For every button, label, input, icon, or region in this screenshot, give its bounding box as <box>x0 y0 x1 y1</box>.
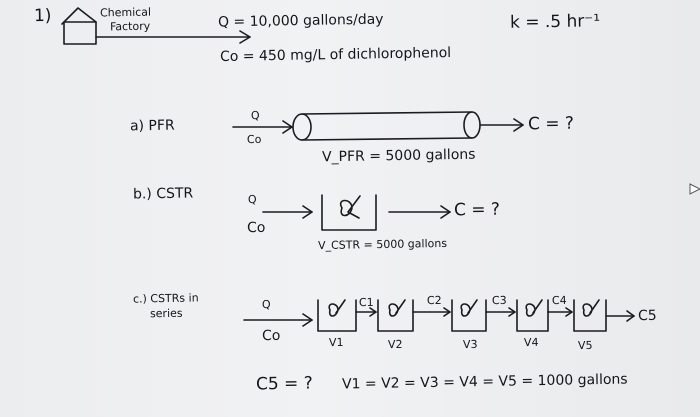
part-b-c0: Co <box>246 219 266 237</box>
part-a-q: Q <box>250 108 260 123</box>
part-c-v4: V4 <box>523 335 539 350</box>
part-a-c0: Co <box>246 132 262 147</box>
part-c-q: Q <box>261 297 271 312</box>
factory-label-1: Chemical <box>99 5 152 20</box>
part-c-label-1: c.) CSTRs in <box>132 291 199 306</box>
cstr-series-tanks <box>317 299 607 332</box>
part-c-v5: V5 <box>577 338 593 353</box>
part-c-v2: V2 <box>387 337 403 352</box>
part-c-c4: C4 <box>551 293 567 308</box>
part-b-output: C = ? <box>453 199 501 221</box>
factory-label-2: Factory <box>109 19 151 34</box>
part-c-c0: Co <box>261 327 281 345</box>
part-a-label: a) PFR <box>129 117 175 135</box>
part-b-label: b.) CSTR <box>132 185 194 203</box>
part-c-c3: C3 <box>491 293 507 308</box>
part-c-output: C5 <box>637 307 657 325</box>
problem-number: 1) <box>33 5 52 27</box>
part-c-c2: C2 <box>426 293 442 308</box>
part-c-label-2: series <box>149 306 183 321</box>
part-c-c1: C1 <box>358 295 374 310</box>
part-c-question: C5 = ? <box>255 373 313 395</box>
part-b-q: Q <box>247 192 257 207</box>
factory-icon <box>61 7 97 45</box>
part-a-output: C = ? <box>527 113 575 135</box>
part-b-volume: V_CSTR = 5000 gallons <box>317 236 448 253</box>
part-c-v1: V1 <box>328 335 344 350</box>
cursor-icon <box>689 183 700 195</box>
part-c-v3: V3 <box>462 337 478 352</box>
flow-rate-label: Q = 10,000 gallons/day <box>217 11 384 31</box>
rate-constant-label: k = .5 hr⁻¹ <box>509 11 601 33</box>
pfr-tube <box>292 111 481 141</box>
cstr-tank <box>321 194 377 231</box>
part-a-volume: V_PFR = 5000 gallons <box>321 146 476 166</box>
